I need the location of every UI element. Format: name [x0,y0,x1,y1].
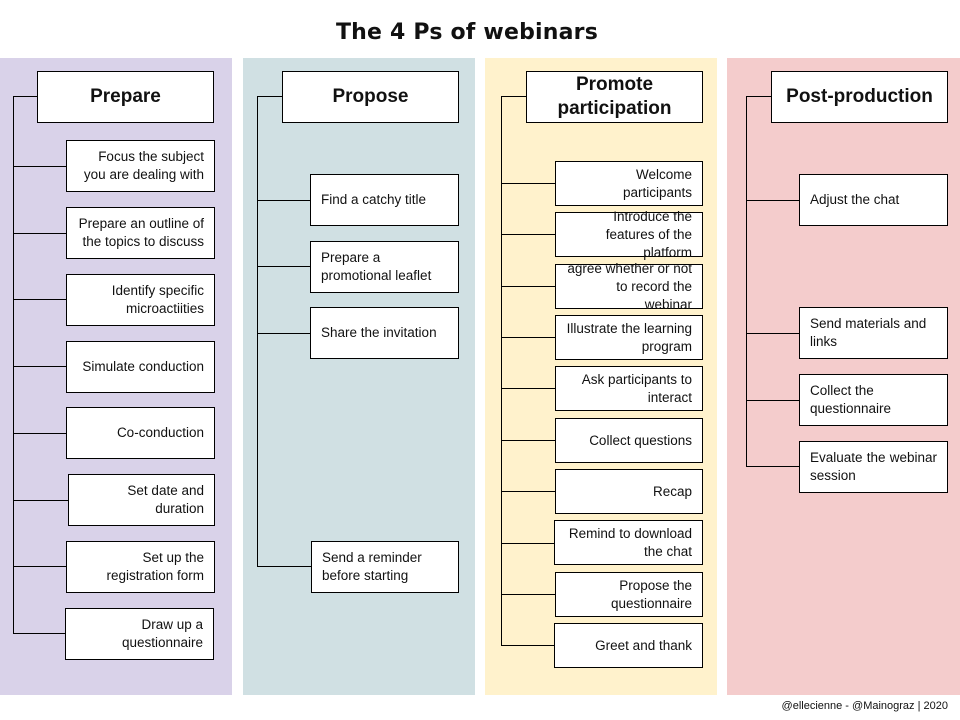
tree-connector [501,183,555,184]
step-box: Illustrate the learning program [555,315,703,360]
step-box: Co-conduction [66,407,215,459]
tree-connector [257,96,258,567]
tree-connector [746,96,771,97]
tree-connector [13,233,66,234]
tree-connector [501,234,555,235]
step-box: Set up the registration form [66,541,215,593]
tree-connector [746,200,799,201]
tree-connector [13,96,37,97]
step-box: Remind to download the chat [554,520,703,565]
step-box: Set date and duration [68,474,215,526]
step-box: Collect questions [555,418,703,463]
tree-connector [501,543,555,544]
step-box: Prepare a promotional leaflet [310,241,459,293]
step-box: Send a reminder before starting [311,541,459,593]
tree-connector [746,96,747,466]
tree-connector [746,400,799,401]
tree-connector [501,645,555,646]
tree-connector [501,96,502,646]
step-box: Simulate conduction [66,341,215,393]
tree-connector [13,633,65,634]
step-box: Identify specific microactiities [66,274,215,326]
step-box: agree whether or not to record the webin… [555,261,703,312]
tree-connector [501,337,555,338]
step-box: Find a catchy title [310,174,459,226]
tree-connector [13,366,66,367]
tree-connector [501,491,555,492]
diagram-title: The 4 Ps of webinars [335,20,599,45]
tree-connector [501,388,555,389]
tree-connector [13,500,69,501]
heading-promote-participation: Promote participation [526,71,703,123]
tree-connector [501,440,555,441]
tree-connector [746,466,799,467]
tree-connector [13,299,66,300]
tree-connector [13,433,66,434]
step-box: Ask participants to interact [555,366,703,411]
tree-connector [257,200,311,201]
step-box: Prepare an outline of the topics to disc… [66,207,215,259]
step-box: Propose the questionnaire [555,572,703,617]
heading-post-production: Post-production [771,71,948,123]
tree-connector [257,566,311,567]
step-box: Greet and thank [554,623,703,668]
step-box: Focus the subject you are dealing with [66,140,215,192]
step-box: Adjust the chat [799,174,948,226]
tree-connector [13,166,66,167]
tree-connector [257,333,311,334]
step-box: Send materials and links [799,307,948,359]
step-box: Introduce the features of the platform [555,209,703,260]
heading-propose: Propose [282,71,459,123]
tree-connector [501,594,555,595]
step-box: Evaluate the webinar session [799,441,948,493]
tree-connector [13,566,66,567]
tree-connector [257,266,311,267]
tree-connector [746,333,799,334]
tree-connector [13,96,14,633]
step-box: Draw up a questionnaire [65,608,214,660]
tree-connector [501,96,526,97]
step-box: Collect the questionnaire [799,374,948,426]
column-propose [243,58,475,695]
step-box: Recap [555,469,703,514]
heading-prepare: Prepare [37,71,214,123]
tree-connector [257,96,282,97]
step-box: Welcome participants [555,161,703,206]
step-box: Share the invitation [310,307,459,359]
credits-footer: @ellecienne - @Mainograz | 2020 [781,700,948,712]
tree-connector [501,286,555,287]
